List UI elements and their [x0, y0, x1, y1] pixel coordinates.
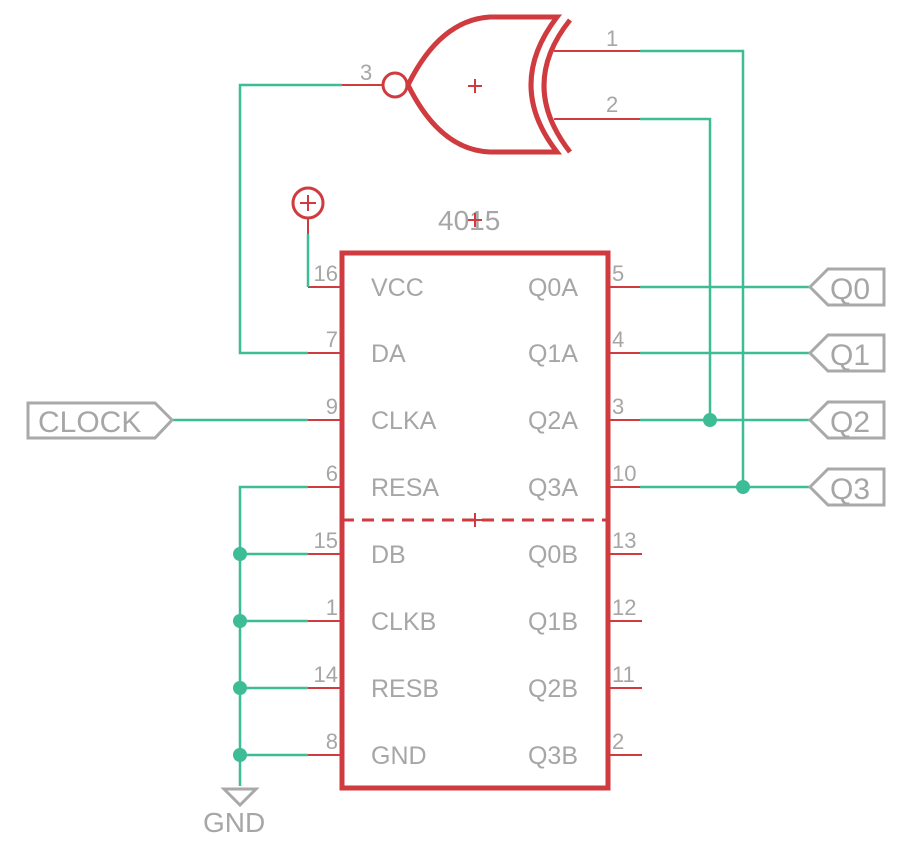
net-label-text: Q2 [830, 406, 870, 439]
wire-feedback-da[interactable] [238, 83, 342, 355]
ground-label: GND [203, 807, 265, 838]
net-label-text: CLOCK [38, 406, 141, 439]
net-label-text: Q3 [830, 473, 870, 506]
gate-pin-number: 2 [606, 92, 618, 117]
junction-dot [703, 413, 717, 427]
junction-dot [736, 480, 750, 494]
supply-plus-icon[interactable] [291, 186, 325, 234]
pin-number: 11 [612, 662, 635, 687]
net-label-q0[interactable]: Q0 [807, 267, 886, 307]
pin-number: 10 [612, 461, 636, 486]
pin-number: 13 [612, 528, 636, 553]
pin-number: 6 [326, 461, 338, 486]
pin-name: Q2B [528, 675, 578, 703]
pin-name: Q0B [528, 541, 578, 569]
wire-gate-in-1[interactable] [640, 49, 745, 487]
pin-name: Q1B [528, 608, 578, 636]
pin-number: 15 [314, 528, 338, 553]
gate-pin-number: 3 [360, 60, 372, 85]
xnor-inverter-bubble [381, 71, 409, 99]
xnor-gate[interactable]: 1 2 3 [342, 14, 640, 155]
pin-number: 12 [612, 595, 636, 620]
pin-number: 9 [326, 394, 338, 419]
wires [172, 49, 810, 786]
pin-number: 7 [326, 327, 338, 352]
junction-dot [233, 547, 247, 561]
pin-name: GND [371, 742, 427, 770]
ground-icon[interactable]: GND [203, 787, 265, 838]
pin-name: CLKB [371, 608, 436, 636]
xnor-gate-icon [405, 14, 563, 155]
pin-name: VCC [371, 274, 424, 302]
junction-dot [233, 681, 247, 695]
pin-number: 2 [612, 729, 624, 754]
pin-name: DB [371, 541, 406, 569]
gate-pin-number: 1 [606, 26, 618, 51]
pin-number: 16 [314, 261, 338, 286]
net-label-q1[interactable]: Q1 [807, 333, 886, 373]
wire-ground-bus[interactable] [238, 485, 308, 786]
pin-name: DA [371, 340, 406, 368]
net-label-clock[interactable]: CLOCK [26, 401, 175, 440]
pin-number: 1 [326, 595, 338, 620]
pin-number: 14 [314, 662, 338, 687]
net-label-text: Q1 [830, 339, 870, 372]
pin-name: RESA [371, 474, 439, 502]
pin-name: Q2A [528, 407, 578, 435]
pin-name: RESB [371, 675, 439, 703]
pin-number: 4 [612, 327, 624, 352]
pin-name: CLKA [371, 407, 437, 435]
net-label-text: Q0 [830, 273, 870, 306]
xnor-gate-input-arc [541, 18, 572, 154]
wire-gate-in-2[interactable] [640, 117, 712, 420]
pin-number: 3 [612, 394, 624, 419]
net-label-q2[interactable]: Q2 [807, 400, 886, 440]
pin-name: Q0A [528, 274, 578, 302]
pin-number: 5 [612, 261, 624, 286]
ic-4015[interactable]: 4015 16VCC7DA9CLKA6RESA15DB1CLKB14RESB8G… [308, 205, 642, 791]
pin-name: Q3B [528, 742, 578, 770]
junction-dot [233, 614, 247, 628]
net-label-q3[interactable]: Q3 [807, 467, 886, 507]
pin-number: 8 [326, 729, 338, 754]
pin-name: Q3A [528, 474, 578, 502]
pin-name: Q1A [528, 340, 578, 368]
junction-dot [233, 748, 247, 762]
